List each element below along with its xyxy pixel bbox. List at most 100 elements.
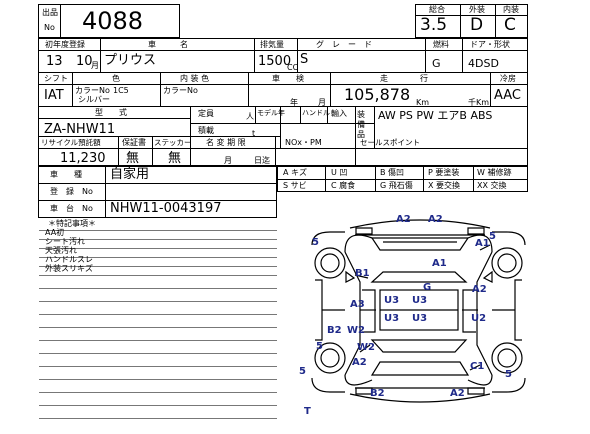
warranty: 無 [126, 151, 140, 166]
name-change-label: 名 変 期 限 [206, 138, 246, 147]
lot-number: 4088 [82, 7, 144, 35]
lot-label-2: No [44, 23, 55, 32]
note-item-3: 天張汚れ [45, 246, 77, 255]
exterior-grade: D [470, 15, 484, 35]
mileage-label: 走 行 [380, 74, 428, 83]
capacity-label: 定員 [198, 109, 214, 118]
nox-label: NOx・PM [285, 138, 322, 147]
mark-b2: B2 [327, 325, 342, 336]
mark-a1-mid: A1 [432, 258, 447, 269]
mark-u2: U2 [471, 313, 487, 324]
mark-left-5-top: 5 [312, 237, 319, 248]
usage-box [38, 166, 277, 218]
mark-w2-left: W2 [347, 325, 365, 336]
first-reg-label: 初年度登録 [45, 40, 85, 49]
equipment-label: 装備品 [357, 110, 365, 139]
mark-a2-bottom: A2 [450, 388, 465, 399]
legend-g: G 飛石傷 [380, 181, 413, 190]
lot-box [38, 4, 180, 38]
ac: AAC [494, 88, 521, 103]
mark-left-5-rear: 5 [299, 366, 306, 377]
equipment: AW PS PW エアB ABS [378, 109, 493, 122]
color-no: 1C5 [113, 86, 129, 95]
vehicle-type-label: 車 種 [50, 170, 82, 179]
mark-top-a2-right: A2 [428, 214, 443, 225]
mark-left-5-bottom: 5 [316, 341, 323, 352]
model: ZA-NHW11 [44, 122, 116, 137]
inspection-label: 車 検 [272, 74, 304, 83]
name-change-date-unit: 日迄 [254, 156, 270, 165]
interior-grade: C [504, 15, 516, 35]
mark-g-center: G [423, 282, 432, 293]
color-no-label: カラーNo [75, 86, 110, 95]
legend-xx: XX 交換 [477, 181, 507, 190]
total-score: 3.5 [420, 15, 448, 35]
mark-w2-mid: W2 [357, 342, 375, 353]
car-name: プリウス [104, 53, 157, 68]
lot-label-1: 出品 [42, 8, 58, 17]
displacement: 1500 [258, 54, 292, 69]
inspection-month-unit: 月 [318, 98, 326, 107]
sticker: 無 [168, 151, 182, 166]
inspection-year-unit: 年 [290, 98, 298, 107]
grade-label: グ レ ー ド [316, 40, 372, 49]
reg-year: 13 [46, 54, 63, 69]
vehicle-type: 自家用 [110, 167, 150, 182]
km-unit: Km [416, 98, 430, 107]
shift: IAT [44, 88, 64, 103]
mark-u3-lower-right: U3 [412, 313, 428, 324]
recycle-label: リサイクル預託額 [41, 138, 101, 147]
cc-unit: CC [287, 63, 299, 72]
notes-title: ＊特記事項＊ [48, 219, 96, 228]
ton-unit: t [252, 129, 256, 138]
interior-label: 内装 [503, 5, 519, 14]
sticker-label: ステッカー [154, 138, 192, 147]
info-grid [38, 38, 528, 166]
reg-no-label: 登 録 No [50, 187, 93, 196]
note-item-4: ハンドルスレ [45, 255, 93, 264]
fuel: G [432, 57, 441, 70]
chassis-no: NHW11-0043197 [110, 201, 222, 216]
door-label: ドア・形状 [470, 40, 510, 49]
legend-p: P 要塗装 [428, 168, 460, 177]
interior-color-label: 内 装 色 [180, 74, 210, 83]
total-label: 総合 [429, 5, 445, 14]
chassis-label: 車 台 No [50, 204, 93, 213]
legend-s: S サビ [283, 181, 307, 190]
model-label: 型 式 [95, 108, 127, 117]
mark-b2-bottom: B2 [370, 388, 385, 399]
mark-c1: C1 [470, 361, 485, 372]
grade: S [300, 52, 309, 67]
warranty-label: 保証書 [122, 138, 146, 147]
model-change-label: モデル年 [257, 109, 285, 117]
mark-top-a2-left: A2 [396, 214, 411, 225]
recycle-amount: 11,230 [60, 151, 106, 166]
handle-label: ハンドル [302, 109, 330, 117]
legend-b: B 傷凹 [380, 168, 405, 177]
mark-t: T [304, 406, 311, 417]
body-shape: 4DSD [468, 57, 499, 70]
legend-x: X 要交換 [428, 181, 461, 190]
mark-b1: B1 [355, 268, 370, 279]
reg-month: 10 [76, 54, 93, 69]
name-change-month-unit: 月 [224, 156, 232, 165]
displacement-label: 排気量 [260, 40, 284, 49]
mileage: 105,878 [344, 85, 411, 104]
note-item-1: AA初 [45, 228, 65, 237]
mark-a2-right-upper: A2 [472, 284, 487, 295]
note-item-5: 外装スリキズ [45, 264, 93, 273]
interior-color-no-label: カラーNo [163, 86, 198, 95]
legend-c: C 腐食 [331, 181, 356, 190]
mark-u3-left: U3 [384, 295, 400, 306]
import-label: 輸入 [331, 109, 347, 118]
shift-label: シフト [44, 74, 68, 83]
mark-a2-left-lower: A2 [352, 357, 367, 368]
mark-right-5-bottom: 5 [505, 369, 512, 380]
ac-label: 冷房 [500, 74, 516, 83]
fuel-label: 燃料 [433, 40, 449, 49]
color-label: 色 [112, 74, 120, 83]
note-item-2: シート汚れ [45, 237, 85, 246]
exterior-label: 外装 [469, 5, 485, 14]
mark-u3-right: U3 [412, 295, 428, 306]
